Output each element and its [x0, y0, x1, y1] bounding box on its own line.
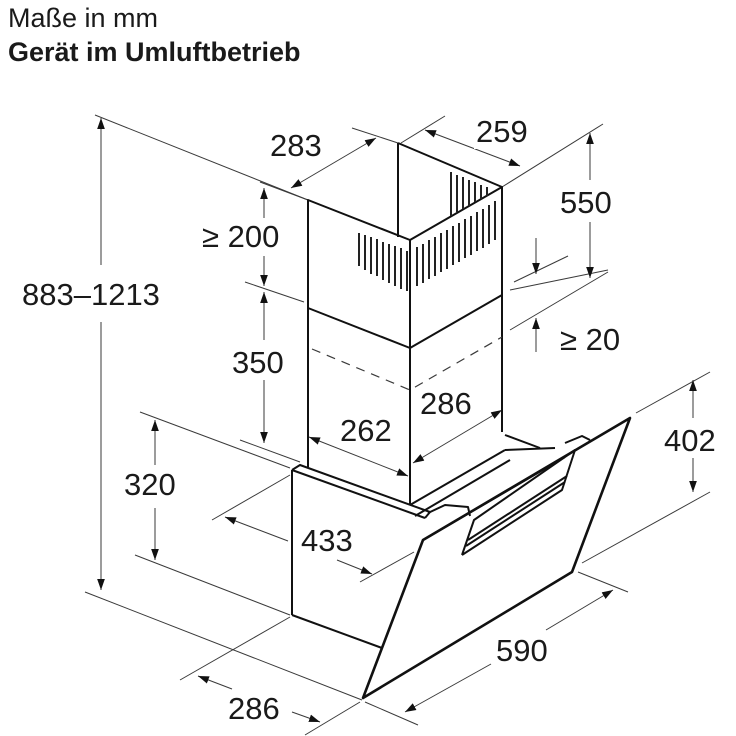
- upper-chimney: [307, 142, 503, 349]
- glass-front-panel: [361, 416, 632, 700]
- dimension-chimney-top-width: 259: [474, 114, 530, 149]
- dimension-hood-width: 590: [494, 633, 550, 668]
- dimension-overlap-min: ≥ 20: [558, 322, 623, 357]
- dimension-hood-height: 402: [662, 423, 718, 458]
- page-title: Maße in mm: [8, 3, 159, 33]
- hood-body: [291, 434, 591, 649]
- dimension-hood-base-depth: 286: [226, 691, 282, 726]
- dimension-hood-depth: 433: [299, 523, 355, 558]
- dimension-chimney-front-width: 262: [338, 413, 394, 448]
- extension-lines: [84, 114, 711, 736]
- dimension-ceiling-gap-min: ≥ 200: [200, 219, 282, 254]
- dimension-hood-back-height: 320: [122, 467, 178, 502]
- dimension-chimney-upper-height: 550: [558, 185, 614, 220]
- chimney-vent-slots: [358, 172, 496, 291]
- lower-chimney: [307, 295, 503, 505]
- dimension-total-height: 883–1213: [20, 277, 162, 312]
- dimension-lines: [97, 118, 697, 723]
- dimension-chimney-top-depth: 283: [268, 128, 324, 163]
- dimension-chimney-lower-height: 350: [230, 345, 286, 380]
- dimension-chimney-side-depth: 286: [418, 386, 474, 421]
- page-subtitle: Gerät im Umluftbetrieb: [8, 37, 301, 67]
